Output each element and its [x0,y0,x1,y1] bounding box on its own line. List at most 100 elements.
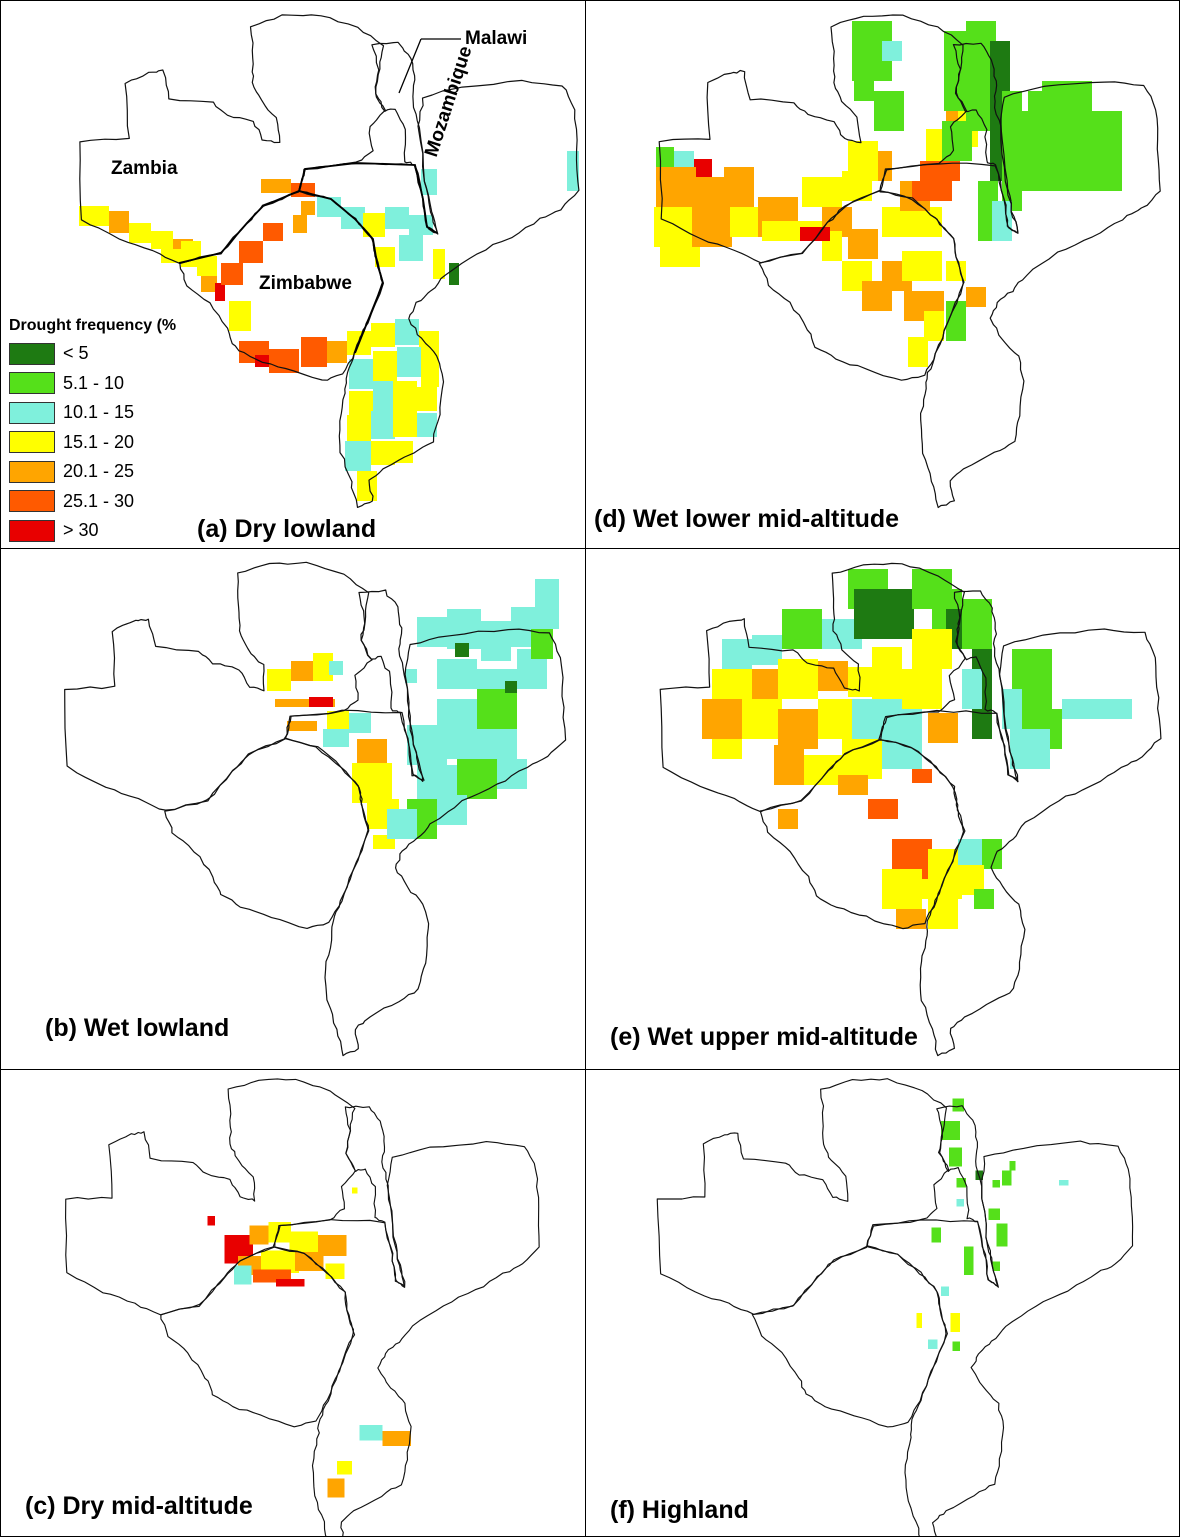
drought-cell [481,621,511,661]
country-outlines [658,14,1161,509]
legend-item-3: 10.1 - 15 [9,398,176,428]
drought-cell [447,729,487,759]
drought-cell [255,355,269,367]
drought-cell [313,653,333,681]
drought-cell [151,231,173,249]
drought-cell [269,349,299,373]
country-outline-malawi [344,1105,406,1288]
drought-cell [654,207,694,247]
drought-cell [992,1261,1001,1272]
drought-cell [395,441,413,463]
drought-cell [920,161,960,181]
drought-cell [974,889,994,909]
country-outline-mozambique [274,1140,540,1536]
drought-cell [660,247,700,267]
legend-label: 10.1 - 15 [63,402,135,423]
drought-cell [852,699,882,739]
drought-cell [922,879,962,899]
drought-cells [702,569,1132,929]
country-outlines [659,562,1162,1057]
country-outline-zimbabwe [164,737,370,929]
country-outlines [65,1078,540,1536]
drought-cell [215,283,225,301]
drought-cell [818,699,858,739]
drought-cell [347,415,371,441]
label-zambia: Zambia [111,158,178,179]
drought-cell [916,1313,923,1329]
country-outlines [64,561,567,1057]
drought-cell [359,1425,383,1441]
drought-cell [882,207,942,237]
legend-item-4: 15.1 - 20 [9,428,176,458]
country-outline-mozambique [283,628,567,1057]
drought-cell [399,235,423,261]
drought-cell [409,215,433,235]
drought-cell [371,441,395,465]
drought-cell [352,1187,358,1194]
drought-cell [702,699,742,739]
drought-cell [221,263,243,285]
drought-cell [854,589,914,639]
drought-cell [742,699,782,739]
drought-cell [421,357,439,387]
drought-cell [207,1216,216,1226]
drought-cell [352,763,392,803]
drought-cell [393,407,417,437]
drought-cell [800,227,830,241]
drought-cell [437,699,477,729]
drought-cell [405,669,417,683]
drought-cell [948,1147,963,1167]
legend-swatch [9,401,55,424]
drought-cell [395,319,419,345]
drought-cell [774,745,804,785]
drought-cell [778,709,818,749]
legend-label: 20.1 - 25 [63,461,135,482]
drought-cell [234,1265,252,1285]
drought-cell [325,1263,345,1279]
drought-cell [437,795,467,825]
panel-label-d: (d) Wet lower mid-altitude [594,505,900,533]
country-outline-zambia [656,1078,950,1315]
drought-cell [317,197,341,217]
drought-cell [397,347,421,377]
panel-label-e: (e) Wet upper mid-altitude [610,1023,918,1051]
panel-label-f: (f) Highland [610,1496,749,1524]
drought-cell [656,147,674,167]
drought-cell [848,141,878,181]
legend-item-7: > 30 [9,516,176,546]
drought-cell [373,351,397,381]
drought-cell [329,661,343,675]
country-outlines [79,14,580,508]
drought-cell [956,1199,964,1207]
legend-label: 15.1 - 20 [63,431,135,452]
drought-cell [778,809,798,829]
map-dry-mid-altitude [65,1078,540,1536]
drought-cell [1022,111,1122,191]
drought-cell [912,629,952,669]
country-outline-malawi [358,589,424,782]
drought-cell [291,661,315,681]
drought-cell [950,1313,961,1332]
drought-cell [393,381,417,407]
drought-cell [908,337,928,367]
border-line [178,190,384,354]
country-outline-mozambique [878,628,1162,1057]
drought-cell [912,181,952,201]
drought-cell [301,337,327,367]
drought-cell [301,201,315,215]
drought-cell [323,729,349,747]
drought-cell [862,281,892,311]
drought-cell [371,411,395,439]
drought-cells [267,579,559,849]
drought-cell [382,1430,411,1446]
drought-cell [962,599,992,649]
drought-cell [692,207,732,247]
drought-cell [778,659,818,699]
drought-cell [674,151,694,167]
drought-cell [535,579,559,629]
drought-cell [931,1227,942,1243]
drought-cell [927,1339,938,1350]
map-wet-lower-mid-altitude [654,14,1161,509]
drought-cell [804,755,844,785]
